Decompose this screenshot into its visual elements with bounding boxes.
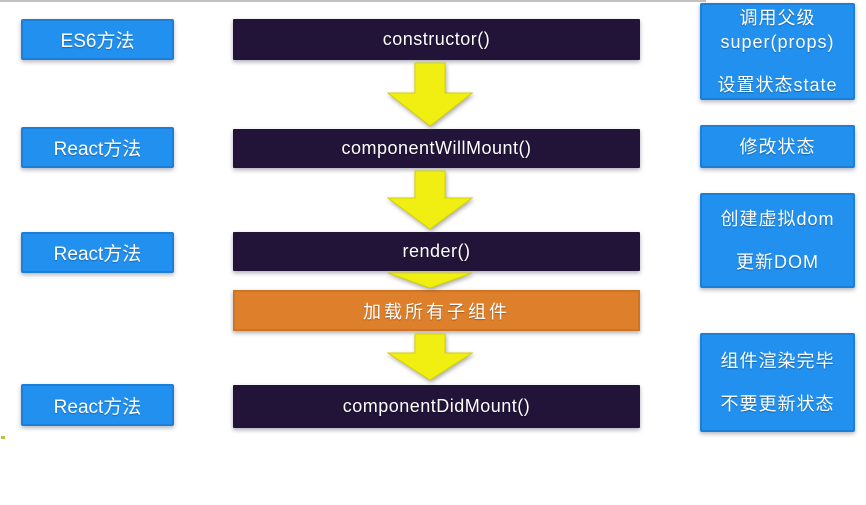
node-load-children: 加载所有子组件 xyxy=(233,290,640,331)
down-arrow-icon-4 xyxy=(387,333,473,381)
note-constructor: 调用父级 super(props) 设置状态state xyxy=(700,3,855,100)
note-component-will-mount: 修改状态 xyxy=(700,125,855,168)
top-border-line xyxy=(0,0,706,2)
note-line: 组件渲染完毕 xyxy=(720,351,835,371)
label-react-method-3: React方法 xyxy=(21,384,174,426)
node-constructor: constructor() xyxy=(233,19,640,60)
down-arrow-icon-2 xyxy=(387,170,473,230)
down-arrow-icon-1 xyxy=(387,62,473,127)
label-es6-method: ES6方法 xyxy=(21,19,174,60)
note-line: 更新DOM xyxy=(736,252,819,272)
note-line: 调用父级 xyxy=(739,8,816,28)
node-component-will-mount: componentWillMount() xyxy=(233,129,640,168)
down-arrowhead-icon-3 xyxy=(387,272,473,289)
note-line: super(props) xyxy=(720,32,835,52)
node-component-did-mount: componentDidMount() xyxy=(233,385,640,428)
label-react-method-2: React方法 xyxy=(21,232,174,273)
stray-pixel-artifact xyxy=(1,436,5,439)
note-line: 设置状态state xyxy=(717,75,838,95)
note-line: 不要更新状态 xyxy=(720,394,835,414)
node-render: render() xyxy=(233,232,640,271)
note-line: 创建虚拟dom xyxy=(720,209,835,229)
note-render: 创建虚拟dom 更新DOM xyxy=(700,193,855,288)
note-line: 修改状态 xyxy=(739,136,816,157)
label-react-method-1: React方法 xyxy=(21,127,174,168)
note-component-did-mount: 组件渲染完毕 不要更新状态 xyxy=(700,333,855,432)
